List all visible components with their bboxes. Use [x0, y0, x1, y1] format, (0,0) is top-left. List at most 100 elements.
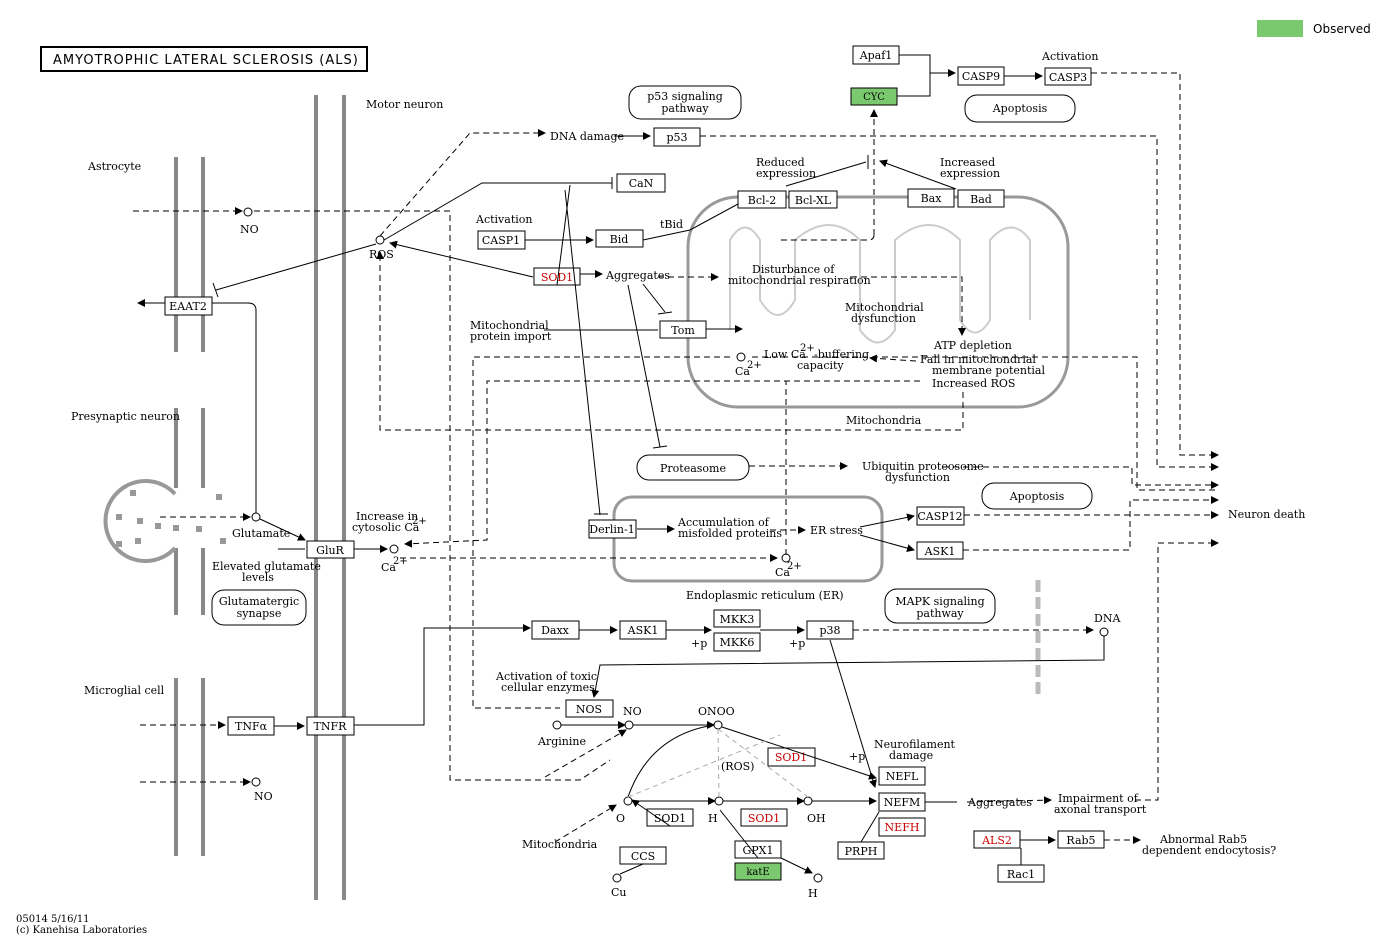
er-label: Endoplasmic reticulum (ER)	[686, 589, 844, 602]
gene-tnfa[interactable]: TNFα	[227, 716, 275, 736]
mitochondria-low: Mitochondria	[522, 838, 598, 851]
gene-nefl[interactable]: NEFL	[878, 766, 926, 786]
inc-cyto-sup: 2+	[412, 516, 427, 527]
gene-nefh[interactable]: NEFH	[878, 817, 926, 837]
pathway-apoptosis-top[interactable]: Apoptosis	[964, 94, 1076, 123]
gene-daxx-label: Daxx	[541, 624, 570, 637]
gene-tom[interactable]: Tom	[659, 320, 707, 339]
annotation-labels: Activation DNA damage Reduced expression…	[212, 50, 1305, 900]
gene-ask1-er[interactable]: ASK1	[916, 541, 964, 560]
gene-casp1-label: CASP1	[482, 234, 520, 247]
gene-sod1-d-label: SOD1	[748, 812, 780, 825]
ca-cyto: Ca	[381, 561, 396, 574]
er-membrane	[612, 495, 884, 583]
glutamate-label: Glutamate	[232, 527, 290, 540]
gene-bax[interactable]: Bax	[907, 188, 955, 208]
gene-sod1-c[interactable]: SOD1	[646, 808, 694, 827]
gene-derlin1-label: Derlin-1	[589, 523, 634, 536]
impair-1: Impairment of	[1058, 792, 1139, 805]
microglial-label: Microglial cell	[84, 684, 165, 697]
gene-bid-label: Bid	[610, 233, 629, 246]
gene-casp9-label: CASP9	[962, 70, 1000, 83]
gene-rac1-label: Rac1	[1007, 868, 1035, 881]
low-ca: Low Ca	[764, 348, 806, 361]
gene-nefm-label: NEFM	[884, 796, 921, 809]
mito-dys-2: dysfunction	[851, 312, 916, 325]
gene-casp3[interactable]: CASP3	[1044, 67, 1092, 86]
gene-bcl2[interactable]: Bcl-2	[737, 190, 787, 209]
gene-mkk3[interactable]: MKK3	[713, 609, 761, 628]
gene-casp3-label: CASP3	[1049, 71, 1087, 84]
gene-ask1[interactable]: ASK1	[619, 620, 667, 640]
footer-line2: (c) Kanehisa Laboratories	[16, 925, 147, 936]
pathway-apoptosis-mid[interactable]: Apoptosis	[981, 482, 1093, 510]
gene-apaf1[interactable]: Apaf1	[852, 45, 900, 65]
aggregates-label: Aggregates	[605, 269, 670, 282]
ups-2: dysfunction	[885, 471, 950, 484]
gene-derlin1[interactable]: Derlin-1	[588, 519, 637, 539]
toxic-1: Activation of toxic	[495, 670, 597, 683]
oh-label: OH	[807, 812, 826, 825]
gene-p38-label: p38	[819, 624, 840, 637]
gene-kate[interactable]: katE	[734, 862, 782, 881]
pathway-mapk-l1: MAPK signaling	[895, 595, 984, 608]
onoo: ONOO	[698, 705, 735, 718]
neurofil-1: Neurofilament	[874, 738, 956, 751]
gene-daxx[interactable]: Daxx	[531, 620, 580, 640]
gene-tnfr[interactable]: TNFR	[306, 716, 355, 736]
gene-can[interactable]: CaN	[616, 173, 666, 193]
gene-sod1-b[interactable]: SOD1	[767, 747, 816, 767]
gene-bad[interactable]: Bad	[957, 189, 1005, 208]
gene-eaat2[interactable]: EAAT2	[164, 296, 213, 316]
gene-als2[interactable]: ALS2	[973, 830, 1021, 849]
pathway-proteasome[interactable]: Proteasome	[636, 454, 750, 481]
gene-rab5[interactable]: Rab5	[1057, 830, 1105, 849]
disturbance-2: mitochondrial respiration	[728, 274, 871, 287]
tbid-label: tBid	[660, 218, 683, 231]
ros-label: ROS	[369, 248, 394, 261]
arginine: Arginine	[537, 735, 586, 748]
pathway-p53[interactable]: p53 signaling pathway	[628, 85, 742, 120]
gene-rac1[interactable]: Rac1	[997, 864, 1045, 883]
gene-mkk6[interactable]: MKK6	[713, 632, 761, 652]
gene-tnfa-label: TNFα	[235, 720, 268, 733]
cu-label: Cu	[611, 886, 627, 899]
gene-nefm[interactable]: NEFM	[878, 792, 926, 812]
ca-er: Ca	[775, 566, 790, 579]
gene-casp12[interactable]: CASP12	[916, 506, 965, 526]
gene-glur[interactable]: GluR	[306, 540, 355, 559]
gene-casp12-label: CASP12	[917, 510, 962, 523]
no-bottom: NO	[254, 790, 273, 803]
gene-mkk6-label: MKK6	[720, 636, 755, 649]
aggregates2: Aggregates	[967, 796, 1032, 809]
mito-dys-1: Mitochondrial	[845, 301, 924, 314]
gene-sod1-d[interactable]: SOD1	[740, 808, 788, 827]
gene-prph[interactable]: PRPH	[837, 841, 885, 860]
gene-mkk3-label: MKK3	[720, 613, 755, 626]
presynaptic-label: Presynaptic neuron	[71, 410, 180, 423]
gene-p53[interactable]: p53	[653, 127, 701, 147]
gene-nos[interactable]: NOS	[565, 699, 614, 718]
reduced-expr-1: Reduced	[756, 156, 805, 169]
ca-er-sup: 2+	[787, 561, 802, 572]
mitochondria-label: Mitochondria	[846, 414, 922, 427]
gene-casp9[interactable]: CASP9	[957, 66, 1005, 86]
gene-casp1[interactable]: CASP1	[477, 230, 526, 250]
gene-ccs[interactable]: CCS	[619, 846, 667, 865]
pathway-glutamatergic[interactable]: Glutamatergic synapse	[211, 589, 307, 626]
gene-ask1-er-label: ASK1	[924, 545, 956, 558]
astrocyte-label: Astrocyte	[87, 160, 141, 173]
capacity: capacity	[797, 359, 844, 372]
pathway-mapk[interactable]: MAPK signaling pathway	[884, 588, 996, 624]
gene-bclxl[interactable]: Bcl-XL	[788, 190, 838, 209]
gene-sod1-a[interactable]: SOD1	[533, 267, 581, 286]
disturbance-1: Disturbance of	[752, 263, 835, 276]
gene-p38[interactable]: p38	[806, 620, 854, 640]
gene-cyc[interactable]: CYC	[850, 87, 898, 106]
plus-p-2: +p	[789, 637, 805, 650]
gene-prph-label: PRPH	[845, 845, 878, 858]
h2o-label: H	[808, 887, 818, 900]
increased-ros: Increased ROS	[932, 377, 1015, 390]
gene-gpx1[interactable]: GPX1	[734, 840, 782, 859]
gene-bid[interactable]: Bid	[595, 229, 644, 248]
